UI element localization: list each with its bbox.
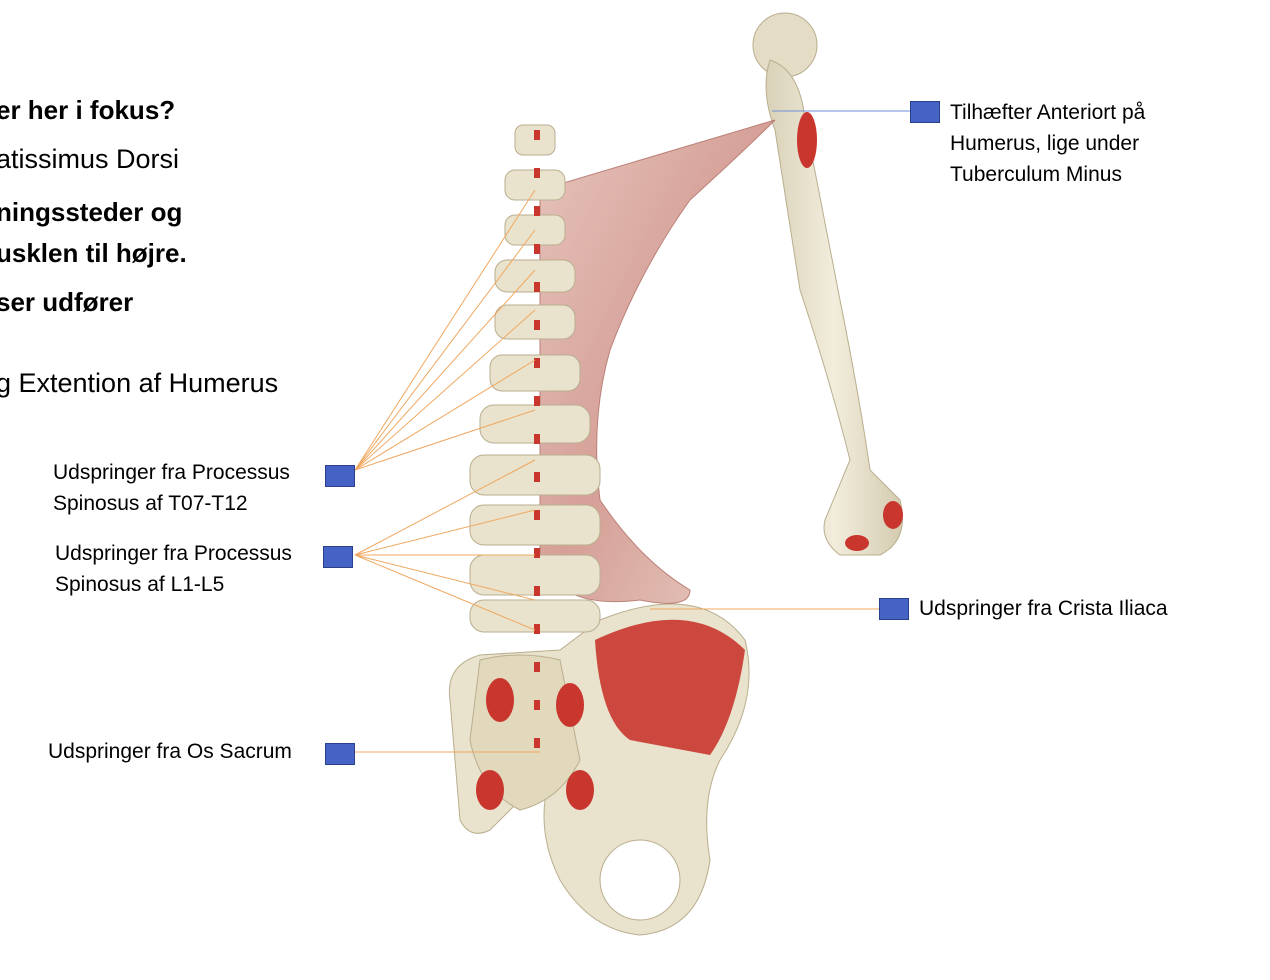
lumbar-origin-label: Udspringer fra Processus Spinosus af L1-… <box>55 538 292 600</box>
iliac-origin-marker <box>879 598 909 620</box>
leader-lines <box>354 110 912 753</box>
latissimus-dorsi-muscle <box>539 119 776 604</box>
lumbar-label-line-1: Udspringer fra Processus <box>55 542 292 565</box>
insertion-label-line-3: Tuberculum Minus <box>950 163 1122 186</box>
sacrum-origin-marker <box>325 743 355 765</box>
thoracic-label-line-2: Spinosus af T07-T12 <box>53 492 248 515</box>
heading-line-6: g Extention af Humerus <box>0 368 279 398</box>
heading-line-3: ningssteder og <box>0 197 183 227</box>
iliac-origin-label: Udspringer fra Crista Iliaca <box>919 593 1168 624</box>
thoracic-label-line-1: Udspringer fra Processus <box>53 461 290 484</box>
heading-line-2: atissimus Dorsi <box>0 144 180 174</box>
heading-line-4: usklen til højre. <box>0 238 187 268</box>
thoracic-origin-label: Udspringer fra Processus Spinosus af T07… <box>53 457 290 519</box>
insertion-label-line-1: Tilhæfter Anteriort på <box>950 101 1146 124</box>
pelvis-bone <box>448 603 750 936</box>
insertion-marker <box>910 101 940 123</box>
sacrum-label-line-1: Udspringer fra Os Sacrum <box>48 740 292 763</box>
iliac-label-line-1: Udspringer fra Crista Iliaca <box>919 597 1168 620</box>
heading-line-5: ser udfører <box>0 287 134 317</box>
sacrum-origin-label: Udspringer fra Os Sacrum <box>48 736 292 767</box>
thoracic-origin-marker <box>325 465 355 487</box>
vertebral-column <box>469 124 601 760</box>
lumbar-label-line-2: Spinosus af L1-L5 <box>55 573 225 596</box>
lumbar-origin-marker <box>323 546 353 568</box>
insertion-label-line-2: Humerus, lige under <box>950 132 1140 155</box>
heading-line-1: er her i fokus? <box>0 95 176 125</box>
humerus-bone <box>752 12 903 556</box>
insertion-label: Tilhæfter Anteriort på Humerus, lige und… <box>950 97 1145 190</box>
